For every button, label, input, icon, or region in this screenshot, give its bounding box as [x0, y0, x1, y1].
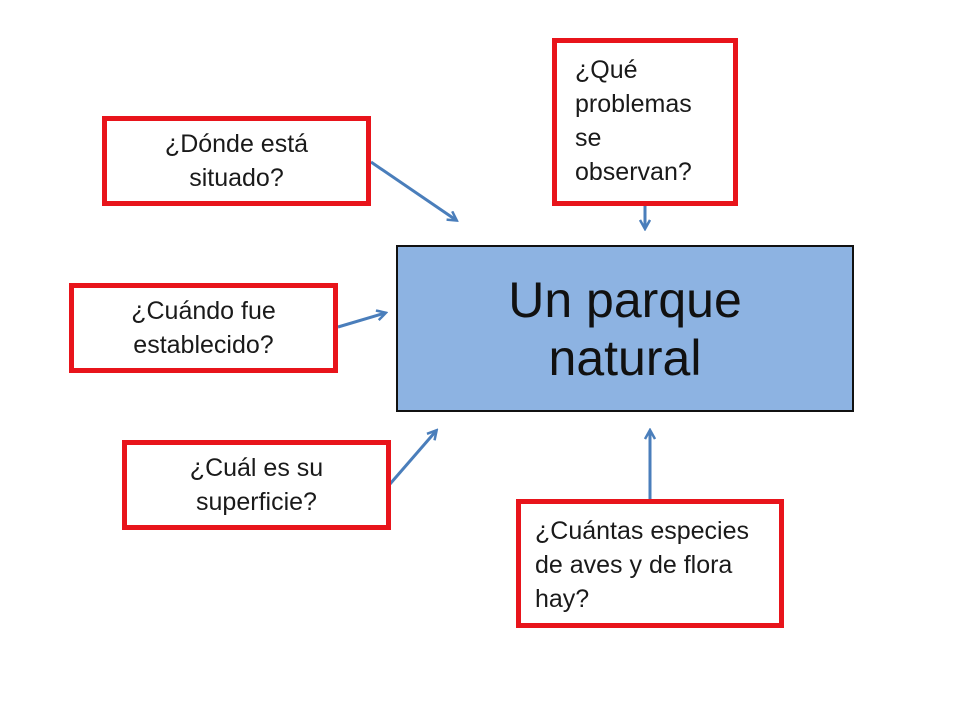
arrow-area: [388, 431, 436, 485]
question-box-where: ¿Dónde está situado?: [102, 116, 371, 206]
question-box-problems: ¿Qué problemas se observan?: [552, 38, 738, 206]
central-topic-box: Un parque natural: [396, 245, 854, 412]
question-box-species: ¿Cuántas especies de aves y de flora hay…: [516, 499, 784, 628]
question-species-label: ¿Cuántas especies de aves y de flora hay…: [535, 517, 750, 613]
question-when-label: ¿Cuándo fue establecido?: [131, 297, 276, 359]
question-problems-label: ¿Qué problemas se observan?: [575, 56, 692, 186]
arrow-when: [337, 313, 385, 329]
question-box-area: ¿Cuál es su superficie?: [122, 440, 391, 530]
question-where-label: ¿Dónde está situado?: [164, 130, 309, 192]
central-topic-label: Un parque natural: [508, 271, 742, 386]
arrow-where: [370, 160, 456, 220]
question-area-label: ¿Cuál es su superficie?: [189, 454, 324, 516]
question-box-when: ¿Cuándo fue establecido?: [69, 283, 338, 373]
